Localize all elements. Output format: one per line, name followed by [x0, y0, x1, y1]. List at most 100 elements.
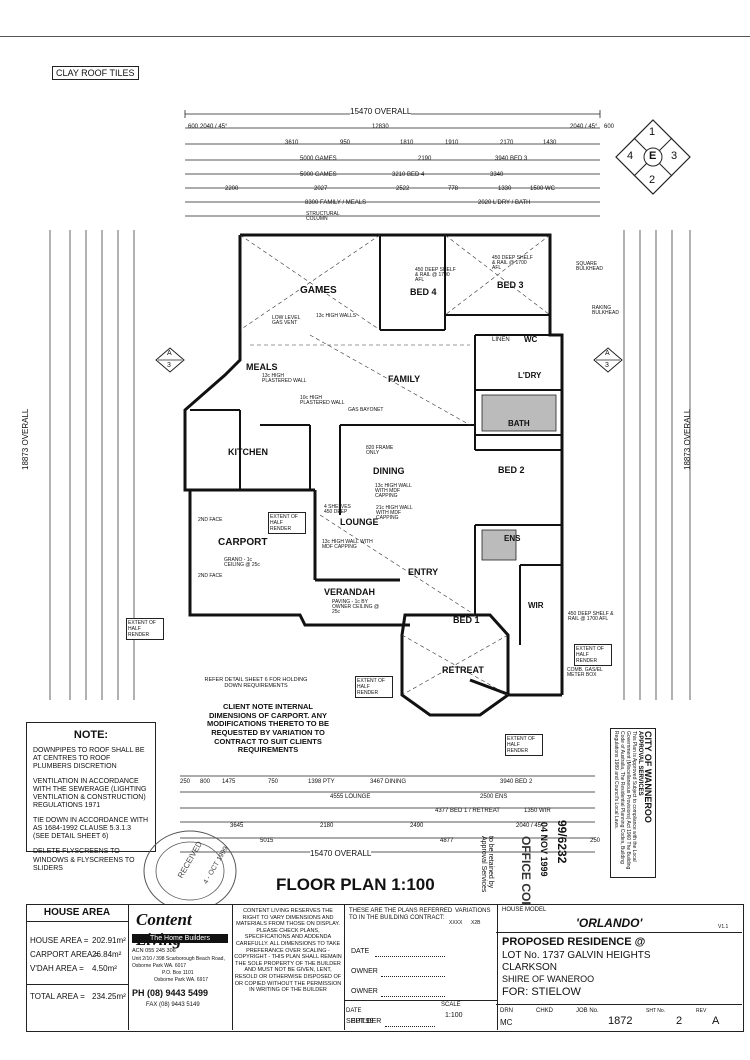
dim-top-2e: 2170 — [500, 140, 514, 146]
note-extent-verandah: EXTENT OF HALF RENDER — [355, 676, 393, 698]
page-top-rule — [0, 36, 750, 37]
dim-top-2a: 3610 — [285, 140, 299, 146]
company-panel: Content Living The Home Builders ACN 055… — [128, 904, 233, 1030]
dim-bot-4c: 2490 — [410, 823, 424, 829]
title-block — [26, 904, 744, 1032]
variations-owner2: OWNER — [351, 988, 378, 995]
note-carport-spec: GRANO - 1c CEILING @ 25c — [224, 557, 260, 568]
note-fridge: 820 FRAME ONLY — [366, 445, 394, 456]
note-structural-column: STRUCTURAL COLUMN — [306, 211, 340, 222]
note-plastered2: 10c HIGH PLASTERED WALL — [300, 395, 345, 406]
note-shelf-bed4: 450 DEEP SHELF & RAIL @ 1700 AFL — [415, 267, 456, 283]
house-model: 'ORLANDO' — [576, 916, 643, 930]
note-verandah-spec: PAVING - 1c BY OWNER CEILING @ 25c — [332, 599, 380, 615]
suburb: CLARKSON — [502, 962, 558, 973]
lot-number: LOT No. 1737 GALVIN HEIGHTS — [502, 950, 651, 961]
dim-top-4b: 3210 BED 4 — [392, 172, 425, 178]
room-verandah: VERANDAH — [324, 587, 376, 597]
variations-panel: THESE ARE THE PLANS REFERRED TO IN THE B… — [344, 904, 498, 1030]
verandah-area-value: 4.50m² — [92, 964, 117, 973]
rev-label: REV — [696, 1008, 707, 1014]
note-comb-gas: COMB. GAS/EL METER BOX — [567, 667, 603, 678]
dim-top-1a: 600 — [188, 124, 199, 130]
note-refer: REFER DETAIL SHEET 6 FOR HOLDING DOWN RE… — [204, 677, 308, 689]
dim-bot-3a: 4377 BED 1 / RETREAT — [435, 808, 500, 814]
sheet-number: 2 — [676, 1015, 683, 1027]
dim-top-2b: 950 — [340, 140, 351, 146]
approval-city: CITY OF WANNEROO — [643, 731, 653, 823]
note-box: NOTE: DOWNPIPES TO ROOF SHALL BE AT CENT… — [26, 722, 156, 872]
variations-col: VARIATIONS — [455, 908, 491, 914]
dim-bot-1b: 800 — [200, 779, 211, 785]
company-pobox2: Osborne Park WA. 6917 — [154, 977, 209, 983]
scale-label: SCALE — [441, 1002, 461, 1008]
note-shelf-wir: 450 DEEP SHELF & RAIL @ 1700 AFL — [568, 611, 614, 622]
company-address2: Osborne Park WA. 6017 — [132, 963, 187, 969]
dim-bot-4a: 3645 — [230, 823, 244, 829]
room-family: FAMILY — [388, 374, 421, 384]
room-games: GAMES — [300, 285, 337, 296]
dim-top-3b: 2190 — [418, 156, 432, 162]
overall-left: 18873 OVERALL — [21, 408, 30, 470]
dim-bot-1f: 3467 DINING — [370, 779, 407, 785]
dim-top-1c: 12830 — [372, 124, 389, 130]
dim-top-2c: 1810 — [400, 140, 414, 146]
note-high-walls: 13c HIGH WALLS — [316, 313, 357, 319]
drawing-title: FLOOR PLAN 1:100 — [276, 875, 435, 894]
company-pobox: P.O. Box 1101 — [162, 970, 194, 976]
dim-bot-1e: 1398 PTY — [308, 779, 335, 785]
note-mdf1: 13c HIGH WALL WITH MDF CAPPING — [375, 483, 412, 499]
section-a-left: A — [167, 350, 172, 357]
overall-top: 15470 OVERALL — [350, 107, 412, 116]
overall-bottom: 15470 OVERALL — [310, 849, 372, 858]
room-bed2: BED 2 — [498, 465, 525, 475]
compass-center: E — [649, 150, 657, 162]
dim-top-5e: 1330 — [498, 186, 512, 192]
compass-e: 3 — [671, 150, 678, 162]
drn-value: MC — [500, 1018, 513, 1027]
note-2nd-face-bottom: 2ND FACE — [198, 573, 223, 579]
dim-bot-2b: 2500 ENS — [480, 794, 508, 800]
titleblock-main: HOUSE MODEL 'ORLANDO' V1.1 PROPOSED RESI… — [346, 904, 742, 1030]
client-for: FOR: STIELOW — [502, 986, 581, 998]
version: V1.1 — [718, 924, 729, 930]
room-lounge: LOUNGE — [340, 517, 379, 527]
dim-bot-1d: 750 — [268, 779, 279, 785]
room-kitchen: KITCHEN — [228, 447, 268, 457]
dim-top-5a: 2200 — [225, 186, 239, 192]
room-retreat: RETREAT — [442, 665, 484, 675]
note-item-4: DELETE FLYSCREENS TO WINDOWS & FLYSCREEN… — [33, 848, 135, 872]
dim-bot-5b: 4877 — [440, 838, 454, 844]
date-label: DATE — [346, 1008, 362, 1014]
house-area-panel: HOUSE AREA HOUSE AREA = 202.91m² CARPORT… — [26, 904, 129, 1030]
note-title: NOTE: — [73, 729, 109, 741]
carport-area-label: CARPORT AREA = — [30, 950, 99, 959]
dim-top-3c: 3940 BED 3 — [495, 156, 528, 162]
room-bed3: BED 3 — [497, 280, 524, 290]
note-mdf2: 21c HIGH WALL WITH MDF CAPPING — [376, 505, 413, 521]
compass-n: 1 — [649, 126, 656, 138]
note-2nd-face-top: 2ND FACE — [198, 517, 223, 523]
house-model-label: HOUSE MODEL — [502, 907, 547, 913]
note-raking-bulkhead: RAKING BULKHEAD — [592, 305, 619, 316]
sheet-label: SHT No. — [646, 1008, 666, 1014]
dim-top-6a: 8300 FAMILY / MEALS — [305, 200, 367, 206]
note-shelf-bed3: 450 DEEP SHELF & RAIL @ 1700 AFL — [492, 255, 533, 271]
note-extent-left: EXTENT OF HALF RENDER — [126, 618, 164, 640]
rev-value: A — [712, 1015, 720, 1027]
proposed-residence: PROPOSED RESIDENCE @ — [502, 936, 646, 948]
drn-label: DRN — [500, 1008, 513, 1014]
section-num-left: 3 — [167, 362, 171, 369]
section-a-right: A — [605, 350, 610, 357]
chkd-label: CHKD — [536, 1008, 554, 1014]
dim-top-2d: 1910 — [445, 140, 459, 146]
job-label: JOB No. — [576, 1008, 599, 1014]
dim-bot-5a: 5015 — [260, 838, 274, 844]
verandah-area-label: V'DAH AREA = — [30, 964, 84, 973]
variations-header: THESE ARE THE PLANS REFERRED TO IN THE B… — [349, 908, 453, 921]
total-area-value: 234.25m² — [92, 992, 126, 1001]
variations-owner1: OWNER — [351, 968, 378, 975]
compass-w: 4 — [627, 150, 634, 162]
dim-top-3a: 5000 GAMES — [300, 156, 337, 162]
dim-bot-3b: 1350 WIR — [524, 808, 551, 814]
